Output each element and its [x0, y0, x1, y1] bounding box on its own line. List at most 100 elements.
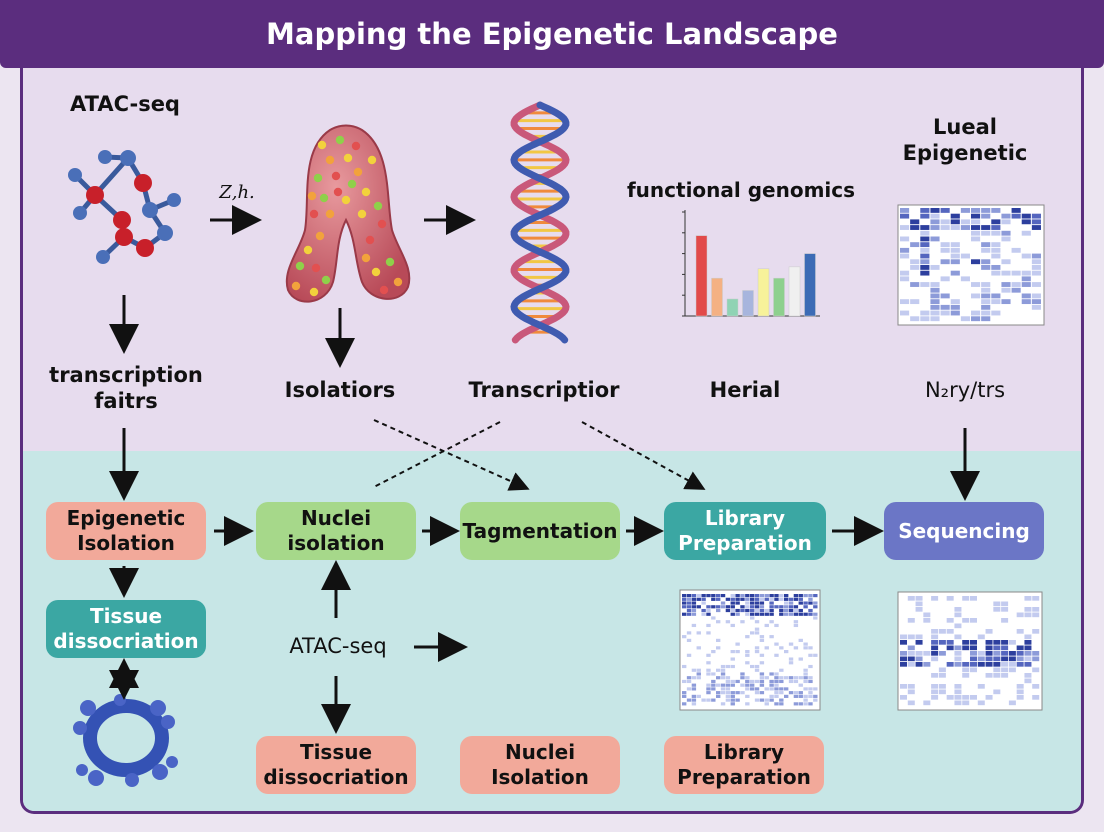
heatmap-cell [764, 623, 769, 628]
heatmap-cell [991, 265, 1001, 270]
title-bar [0, 0, 1104, 68]
nuclei-isolation-box[interactable]: Nuclei isolation [256, 502, 416, 560]
heatmap-cell [725, 698, 731, 702]
heatmap-cell [696, 694, 701, 698]
heatmap-cell [1031, 225, 1041, 230]
chromosome-dot [373, 201, 383, 211]
heatmap-cell [977, 651, 985, 656]
heatmap-cell [735, 650, 740, 654]
heatmap-cell [798, 608, 803, 613]
heatmap-cell [735, 698, 740, 702]
heatmap-cell [923, 662, 931, 667]
heatmap-cell [716, 676, 721, 680]
heatmap-cell [1031, 253, 1041, 259]
heatmap-cell [711, 597, 716, 601]
heatmap-cell [915, 601, 923, 607]
heatmap-cell [759, 594, 765, 598]
heatmap-cell [1001, 213, 1011, 219]
heatmap-cell [784, 650, 789, 654]
chromosome-dot [303, 245, 313, 255]
heatmap-cell [798, 691, 803, 695]
heatmap-cell [813, 694, 818, 698]
heatmap-cell [930, 304, 940, 310]
heatmap-cell [730, 623, 735, 628]
heatmap-cell [1032, 596, 1040, 601]
heatmap-cell [711, 683, 716, 687]
flow-arrows [109, 205, 980, 734]
heatmap-cell [931, 695, 939, 700]
library-preparation-box[interactable]: Library Preparation [664, 502, 826, 560]
heatmap-cell [1016, 656, 1024, 662]
heatmap-cell [808, 694, 813, 698]
heatmap-cell [745, 694, 750, 698]
heatmap-cell [706, 683, 711, 687]
heatmap-cell [920, 242, 930, 248]
heatmap-cell [900, 208, 910, 213]
chart-bar [804, 253, 816, 317]
atac-seq-lower-label: ATAC-seq [289, 634, 387, 658]
heatmap-cell [730, 594, 735, 598]
functional-genomics-title: functional genomics [626, 178, 856, 202]
heatmap-cell [754, 668, 760, 672]
heatmap-cell [960, 253, 970, 259]
heatmap-cell [1024, 678, 1032, 684]
bottom-nuclei-isolation-box[interactable]: Nuclei Isolation [460, 736, 620, 794]
heatmap-cell [1031, 213, 1041, 219]
heatmap-cell [788, 676, 794, 680]
heatmap-cell [774, 683, 779, 687]
chart-bar [742, 290, 754, 317]
heatmap-cell [813, 698, 818, 702]
heatmap-cell [711, 672, 716, 676]
sequencing-box[interactable]: Sequencing [884, 502, 1044, 560]
heatmap-cell [971, 282, 981, 287]
heatmap-cell [950, 310, 960, 316]
heatmap-cell [981, 293, 991, 299]
heatmap-cell [725, 676, 731, 680]
heatmap-cell [735, 601, 740, 605]
heatmap-cell [1011, 208, 1021, 213]
heatmap-cell [682, 605, 687, 609]
heatmap-cell [686, 608, 692, 613]
heatmap-cell [1032, 607, 1040, 612]
epigenetic-isolation-box[interactable]: Epigenetic Isolation [46, 502, 206, 560]
chromosome-dot [361, 253, 371, 263]
heatmap-cell [900, 310, 910, 316]
heatmap-cell [754, 627, 760, 631]
heatmap-cell [1001, 662, 1009, 667]
heatmap-cell [774, 653, 779, 657]
tissue-dissociation-box[interactable]: Tissue dissocriation [46, 600, 206, 658]
heatmap-cell [1001, 673, 1009, 678]
heatmap-cell [754, 691, 760, 695]
heatmap-cell [962, 640, 970, 645]
heatmap-cell [754, 631, 760, 635]
heatmap-cell [803, 668, 808, 672]
bottom-library-preparation-box[interactable]: Library Preparation [664, 736, 824, 794]
heatmap-cell [940, 247, 950, 253]
heatmap-cell [915, 651, 923, 656]
bottom-tissue-dissociation-box[interactable]: Tissue dissocriation [256, 736, 416, 794]
chromosome-dot [379, 285, 389, 295]
heatmap-cell [720, 594, 726, 598]
chromosome-dot [317, 140, 327, 150]
heatmap-cell [793, 694, 799, 698]
heatmap-cell [962, 700, 970, 706]
heatmap-cell [735, 679, 740, 684]
heatmap-cell [962, 667, 970, 673]
heatmap-cell [696, 646, 701, 650]
heatmap-cell [938, 673, 946, 678]
heatmap-cell [750, 664, 755, 669]
heatmap-cell [706, 672, 711, 676]
heatmap-cell [950, 225, 960, 230]
heatmap-cell [730, 612, 735, 616]
heatmap-cell [1021, 276, 1031, 282]
heatmap-cell [716, 594, 721, 598]
dashed-arrow [581, 421, 706, 490]
heatmap-cell [730, 601, 735, 605]
heatmap-cell [774, 676, 779, 680]
heatmap-cell [759, 698, 765, 702]
heatmap-cell [950, 247, 960, 253]
heatmap-cell [1008, 656, 1016, 662]
tagmentation-box[interactable]: Tagmentation [460, 502, 620, 560]
heatmap-cell [779, 594, 784, 598]
heatmap-cell [970, 596, 977, 601]
